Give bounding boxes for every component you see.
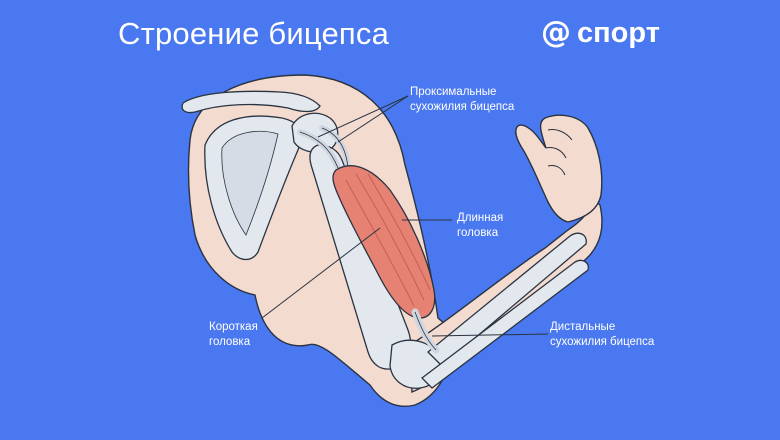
brand-logo: @ спорт [541,18,660,48]
fingers-lines [545,129,573,176]
leader-line-distal [431,333,549,337]
clavicle-bone [181,90,321,114]
label-distal-tendons: Дистальные сухожилия бицепса [550,320,654,350]
ulna-bone [421,259,589,389]
label-long-head-line2: головка [457,227,499,239]
label-proximal-line1: Проксимальные [410,86,497,98]
label-proximal-tendons: Проксимальные сухожилия бицепса [410,85,514,115]
hand-skin [515,114,603,223]
leader-line-short-head [261,227,381,319]
label-short-head: Короткая головка [209,320,258,350]
label-short-head-line2: головка [209,336,251,348]
label-distal-line2: сухожилия бицепса [550,336,655,348]
label-proximal-line2: сухожилия бицепса [410,101,515,113]
label-short-head-line1: Короткая [209,321,258,333]
leader-line-proximal-1 [317,95,409,138]
proximal-tendon-long-outline [299,131,339,169]
label-long-head-line1: Длинная [457,212,504,224]
at-sign-icon: @ [541,15,571,50]
proximal-tendon-short-outline [321,127,349,169]
label-distal-line1: Дистальные [550,321,616,333]
scapula-inner [221,131,279,236]
brand-name: спорт [577,16,660,49]
radius-bone [427,232,587,367]
biceps-fibers [345,173,431,307]
page-title: Строение бицепса [118,16,390,51]
distal-tendon-outline [414,311,437,351]
label-long-head: Длинная головка [457,211,503,241]
leader-line-proximal-2 [337,95,409,143]
